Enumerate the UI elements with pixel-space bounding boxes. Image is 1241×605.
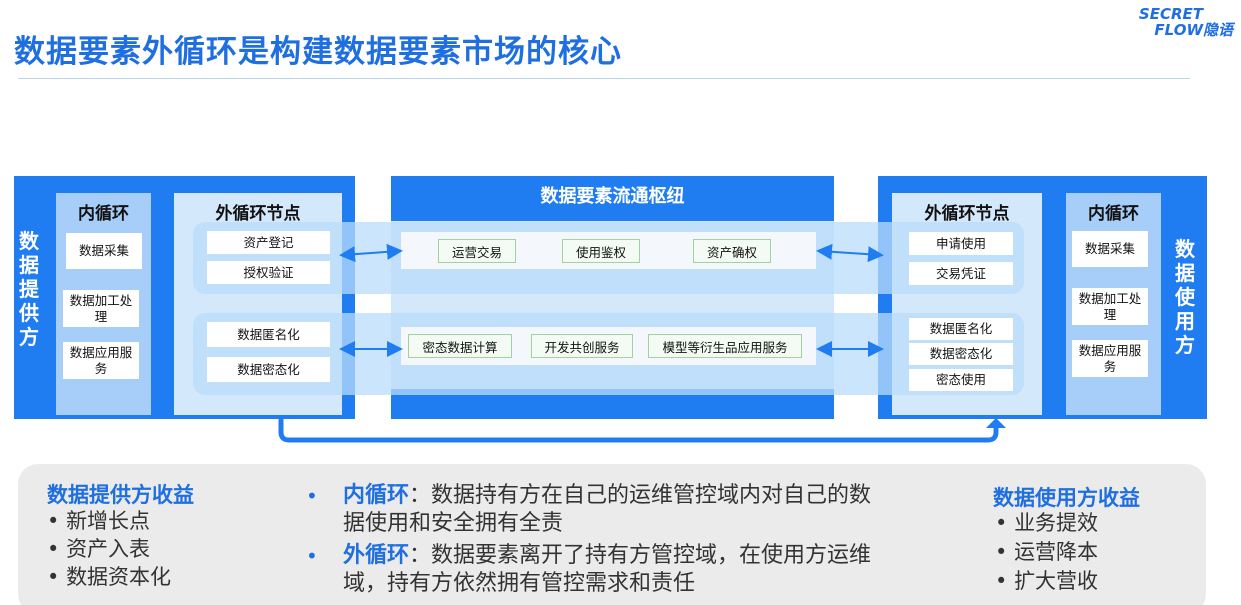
- page-title: 数据要素外循环是构建数据要素市场的核心: [14, 34, 622, 70]
- provider-inner-item: 数据采集: [66, 233, 142, 269]
- hub-service-item: 资产确权: [693, 239, 771, 263]
- title-divider: [18, 78, 1190, 79]
- inner-loop-label: 内循环: [343, 483, 410, 508]
- user-benefit-text: 业务提效: [1014, 511, 1099, 535]
- user-inner-item: 数据加工处理: [1072, 288, 1148, 325]
- logo-line-2: FLOW隐语: [1154, 21, 1233, 39]
- user-benefit-text: 扩大营收: [1014, 569, 1099, 593]
- provider-benefit-text: 新增长点: [66, 509, 151, 533]
- provider-side-label-text: 数据提供方: [19, 229, 39, 349]
- arrow-outer-loop: [278, 416, 999, 443]
- hub-service-item: 使用鉴权: [562, 239, 640, 263]
- user-benefit-item: • 业务提效: [995, 511, 1099, 535]
- user-benefits-title: 数据使用方收益: [993, 486, 1140, 510]
- arrow-left-top: [339, 243, 403, 263]
- provider-node-item: 资产登记: [207, 231, 330, 254]
- hub-service-item: 模型等衍生品应用服务: [648, 334, 802, 358]
- provider-inner-item: 数据应用服务: [63, 342, 139, 379]
- user-side-label: 数据使用方: [1172, 237, 1198, 357]
- provider-benefit-item: • 新增长点: [47, 509, 151, 533]
- provider-outer-node-title: 外循环节点: [215, 204, 301, 224]
- provider-benefit-item: • 资产入表: [47, 537, 151, 561]
- hub-service-item: 密态数据计算: [408, 334, 512, 358]
- arrow-outer-loop-head: [986, 418, 1006, 428]
- hub-title: 数据要素流通枢纽: [540, 186, 685, 207]
- user-node-item: 数据匿名化: [909, 318, 1013, 340]
- bullet-outer-loop: •: [306, 544, 318, 568]
- logo-line-1: SECRET: [1138, 5, 1203, 23]
- provider-benefit-text: 资产入表: [66, 537, 151, 561]
- user-inner-loop-title: 内循环: [1088, 204, 1139, 224]
- provider-side-label: 数据提供方: [16, 229, 42, 349]
- provider-benefit-text: 数据资本化: [66, 565, 172, 589]
- provider-node-item: 数据匿名化: [207, 322, 330, 347]
- summary-panel: [18, 464, 1206, 605]
- user-inner-item: 数据采集: [1072, 231, 1148, 267]
- hub-service-item: 运营交易: [438, 239, 516, 263]
- provider-benefit-item: • 数据资本化: [47, 565, 172, 589]
- secretflow-logo: SECRET FLOW隐语: [1139, 6, 1233, 38]
- bullet-inner-loop: •: [306, 484, 318, 508]
- user-outer-node-title: 外循环节点: [924, 204, 1010, 224]
- user-node-item: 申请使用: [909, 232, 1013, 255]
- outer-loop-description: 外循环：数据要素离开了持有方管控域，在使用方运维域，持有方依然拥有管控需求和责任: [343, 542, 888, 598]
- user-node-item: 交易凭证: [909, 262, 1013, 285]
- inner-loop-text: ：数据持有方在自己的运维管控域内对自己的数据使用和安全拥有全责: [343, 483, 872, 536]
- outer-loop-text: ：数据要素离开了持有方管控域，在使用方运维域，持有方依然拥有管控需求和责任: [343, 543, 872, 596]
- user-benefit-item: • 扩大营收: [995, 569, 1099, 593]
- provider-node-item: 数据密态化: [207, 357, 330, 382]
- user-inner-item: 数据应用服务: [1072, 340, 1148, 377]
- hub-service-item: 开发共创服务: [531, 334, 633, 358]
- provider-inner-loop-title: 内循环: [78, 204, 129, 224]
- user-benefit-item: • 运营降本: [995, 540, 1099, 564]
- outer-loop-label: 外循环: [343, 543, 410, 568]
- inner-loop-description: 内循环：数据持有方在自己的运维管控域内对自己的数据使用和安全拥有全责: [343, 482, 888, 538]
- provider-node-item: 授权验证: [207, 261, 330, 284]
- user-benefit-text: 运营降本: [1014, 540, 1099, 564]
- user-node-item: 密态使用: [909, 369, 1013, 391]
- provider-inner-item: 数据加工处理: [63, 290, 139, 327]
- provider-benefits-title: 数据提供方收益: [47, 483, 194, 507]
- arrow-right-top: [816, 243, 884, 263]
- user-side-label-text: 数据使用方: [1175, 237, 1195, 357]
- user-node-item: 数据密态化: [909, 343, 1013, 365]
